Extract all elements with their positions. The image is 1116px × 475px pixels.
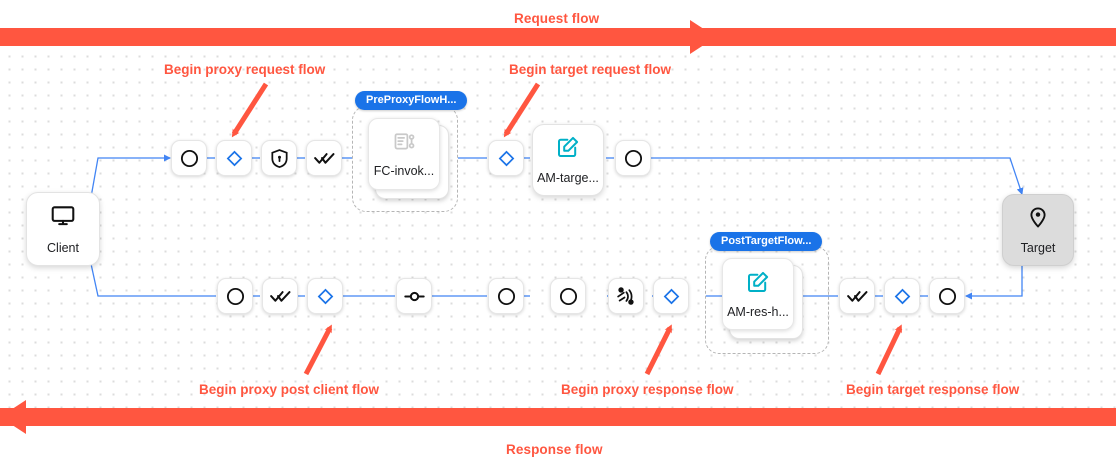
res-step-6-circle[interactable]: [550, 278, 586, 314]
res-step-1-circle[interactable]: [217, 278, 253, 314]
diamond-icon: [497, 149, 516, 168]
res-step-2-double-check[interactable]: [262, 278, 298, 314]
req-step-3-shield[interactable]: [261, 140, 297, 176]
res-step-9-double-check[interactable]: [839, 278, 875, 314]
client-endpoint-label: Client: [47, 241, 79, 255]
endpoint-icon: [403, 285, 426, 308]
double-check-icon: [313, 147, 336, 170]
res-step-4-endpoint[interactable]: [396, 278, 432, 314]
fc-invoke-node-label: FC-invok...: [373, 164, 435, 178]
am-res-h-node-label: AM-res-h...: [727, 304, 789, 319]
callout-begin-target-response-flow: Begin target response flow: [846, 382, 1020, 397]
fc-invoke-node[interactable]: FC-invok...: [368, 118, 454, 204]
circle-icon: [937, 286, 958, 307]
double-check-icon: [269, 285, 292, 308]
double-check-icon: [846, 285, 869, 308]
response-flow-band: [0, 408, 1116, 426]
res-step-7-fault-rule[interactable]: [608, 278, 644, 314]
request-flow-arrowhead: [690, 20, 716, 54]
circle-icon: [179, 148, 200, 169]
request-flow-label: Request flow: [514, 11, 600, 26]
monitor-icon: [50, 203, 76, 234]
assign-message-icon: [746, 270, 770, 299]
req-step-2-diamond[interactable]: [216, 140, 252, 176]
callout-begin-target-request-flow: Begin target request flow: [509, 62, 672, 77]
assign-message-icon: [556, 135, 580, 164]
circle-icon: [496, 286, 517, 307]
res-step-8-diamond[interactable]: [653, 278, 689, 314]
req-step-4-double-check[interactable]: [306, 140, 342, 176]
flow-callout-icon: [393, 130, 416, 158]
diamond-icon: [662, 287, 681, 306]
circle-icon: [558, 286, 579, 307]
circle-icon: [225, 286, 246, 307]
res-step-11-circle[interactable]: [929, 278, 965, 314]
diamond-icon: [316, 287, 335, 306]
map-pin-icon: [1026, 205, 1050, 234]
req-step-6-circle[interactable]: [615, 140, 651, 176]
circle-icon: [623, 148, 644, 169]
fault-rule-icon: [615, 285, 637, 307]
shield-lock-icon: [269, 148, 290, 169]
diagram-canvas[interactable]: Client Target: [0, 46, 1116, 408]
req-step-1-circle[interactable]: [171, 140, 207, 176]
target-endpoint-label: Target: [1020, 241, 1056, 255]
am-target-policy-label: AM-targe...: [537, 171, 599, 185]
posttargetflow-badge[interactable]: PostTargetFlow...: [710, 232, 823, 251]
diamond-icon: [893, 287, 912, 306]
callout-begin-proxy-response-flow: Begin proxy response flow: [561, 382, 734, 397]
request-flow-band: [0, 28, 1116, 46]
client-endpoint[interactable]: Client: [26, 192, 100, 266]
response-flow-arrowhead: [0, 400, 26, 434]
callout-begin-proxy-post-client-flow: Begin proxy post client flow: [199, 382, 380, 397]
res-step-3-diamond[interactable]: [307, 278, 343, 314]
preproxyflowhook-badge[interactable]: PreProxyFlowH...: [355, 91, 468, 110]
am-res-h-node[interactable]: AM-res-h...: [722, 258, 808, 344]
req-step-5-diamond[interactable]: [488, 140, 524, 176]
res-step-5-circle[interactable]: [488, 278, 524, 314]
res-step-10-diamond[interactable]: [884, 278, 920, 314]
am-target-policy[interactable]: AM-targe...: [532, 124, 604, 196]
diamond-icon: [225, 149, 244, 168]
target-endpoint[interactable]: Target: [1002, 194, 1074, 266]
response-flow-label: Response flow: [506, 442, 603, 457]
callout-begin-proxy-request-flow: Begin proxy request flow: [164, 62, 326, 77]
